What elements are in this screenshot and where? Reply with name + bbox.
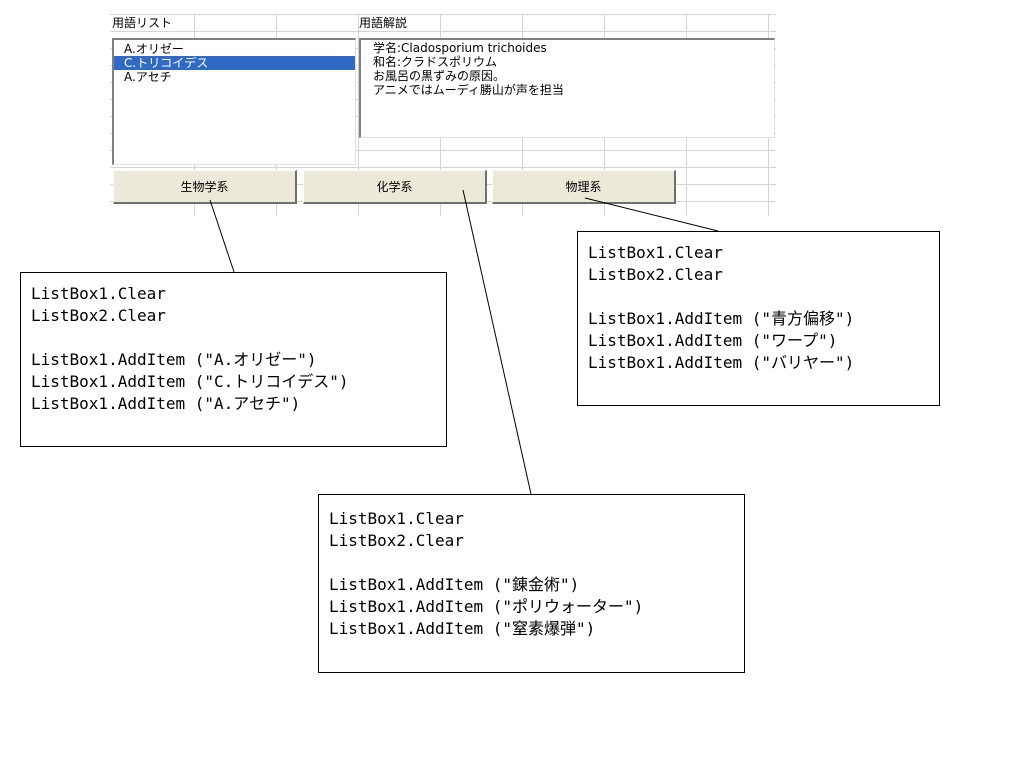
biology-button-label: 生物学系	[180, 180, 229, 194]
chemistry-button[interactable]: 化学系	[303, 170, 487, 204]
biology-code-box: ListBox1.Clear ListBox2.Clear ListBox1.A…	[20, 272, 447, 447]
description-line: アニメではムーディ勝山が声を担当	[373, 83, 564, 97]
code-line: ListBox2.Clear	[588, 265, 723, 284]
physics-button-label: 物理系	[565, 180, 602, 194]
chemistry-button-label: 化学系	[376, 180, 413, 194]
term-description-box[interactable]: 学名:Cladosporium trichoides 和名:クラドスポリウム お…	[359, 38, 775, 138]
code-line: ListBox1.AddItem ("A.アセチ")	[31, 394, 301, 413]
code-line: ListBox1.AddItem ("ポリウォーター")	[329, 597, 644, 616]
connector-biology	[209, 199, 235, 273]
description-line: お風呂の黒ずみの原因。	[373, 69, 506, 83]
description-line: 和名:クラドスポリウム	[373, 55, 498, 69]
code-line: ListBox1.AddItem ("バリヤー")	[588, 353, 855, 372]
code-line: ListBox1.Clear	[329, 509, 464, 528]
code-line: ListBox1.AddItem ("C.トリコイデス")	[31, 372, 349, 391]
biology-button[interactable]: 生物学系	[113, 170, 297, 204]
description-line: 学名:Cladosporium trichoides	[373, 41, 547, 55]
physics-code-box: ListBox1.Clear ListBox2.Clear ListBox1.A…	[577, 231, 940, 406]
term-description-label: 用語解説	[359, 16, 408, 30]
code-line: ListBox1.AddItem ("ワープ")	[588, 331, 838, 350]
code-line	[588, 286, 939, 308]
code-line: ListBox2.Clear	[329, 531, 464, 550]
connector-physics	[584, 197, 719, 232]
code-line: ListBox2.Clear	[31, 306, 166, 325]
code-line	[31, 327, 446, 349]
code-line: ListBox1.Clear	[588, 243, 723, 262]
list-item[interactable]: A.アセチ	[124, 70, 172, 84]
code-line: ListBox1.AddItem ("窒素爆弾")	[329, 619, 596, 638]
code-line: ListBox1.Clear	[31, 284, 166, 303]
connector-chemistry	[462, 189, 532, 495]
code-line: ListBox1.AddItem ("A.オリゼー")	[31, 350, 317, 369]
list-item[interactable]: A.オリゼー	[124, 42, 184, 56]
physics-button[interactable]: 物理系	[492, 170, 676, 204]
code-line: ListBox1.AddItem ("錬金術")	[329, 575, 580, 594]
chemistry-code-box: ListBox1.Clear ListBox2.Clear ListBox1.A…	[318, 494, 745, 673]
term-list-label: 用語リスト	[112, 16, 173, 30]
code-line	[329, 552, 744, 574]
code-line: ListBox1.AddItem ("青方偏移")	[588, 309, 855, 328]
term-listbox[interactable]: A.オリゼー C.トリコイデス A.アセチ	[112, 38, 356, 165]
list-item-selected[interactable]: C.トリコイデス	[114, 56, 355, 70]
